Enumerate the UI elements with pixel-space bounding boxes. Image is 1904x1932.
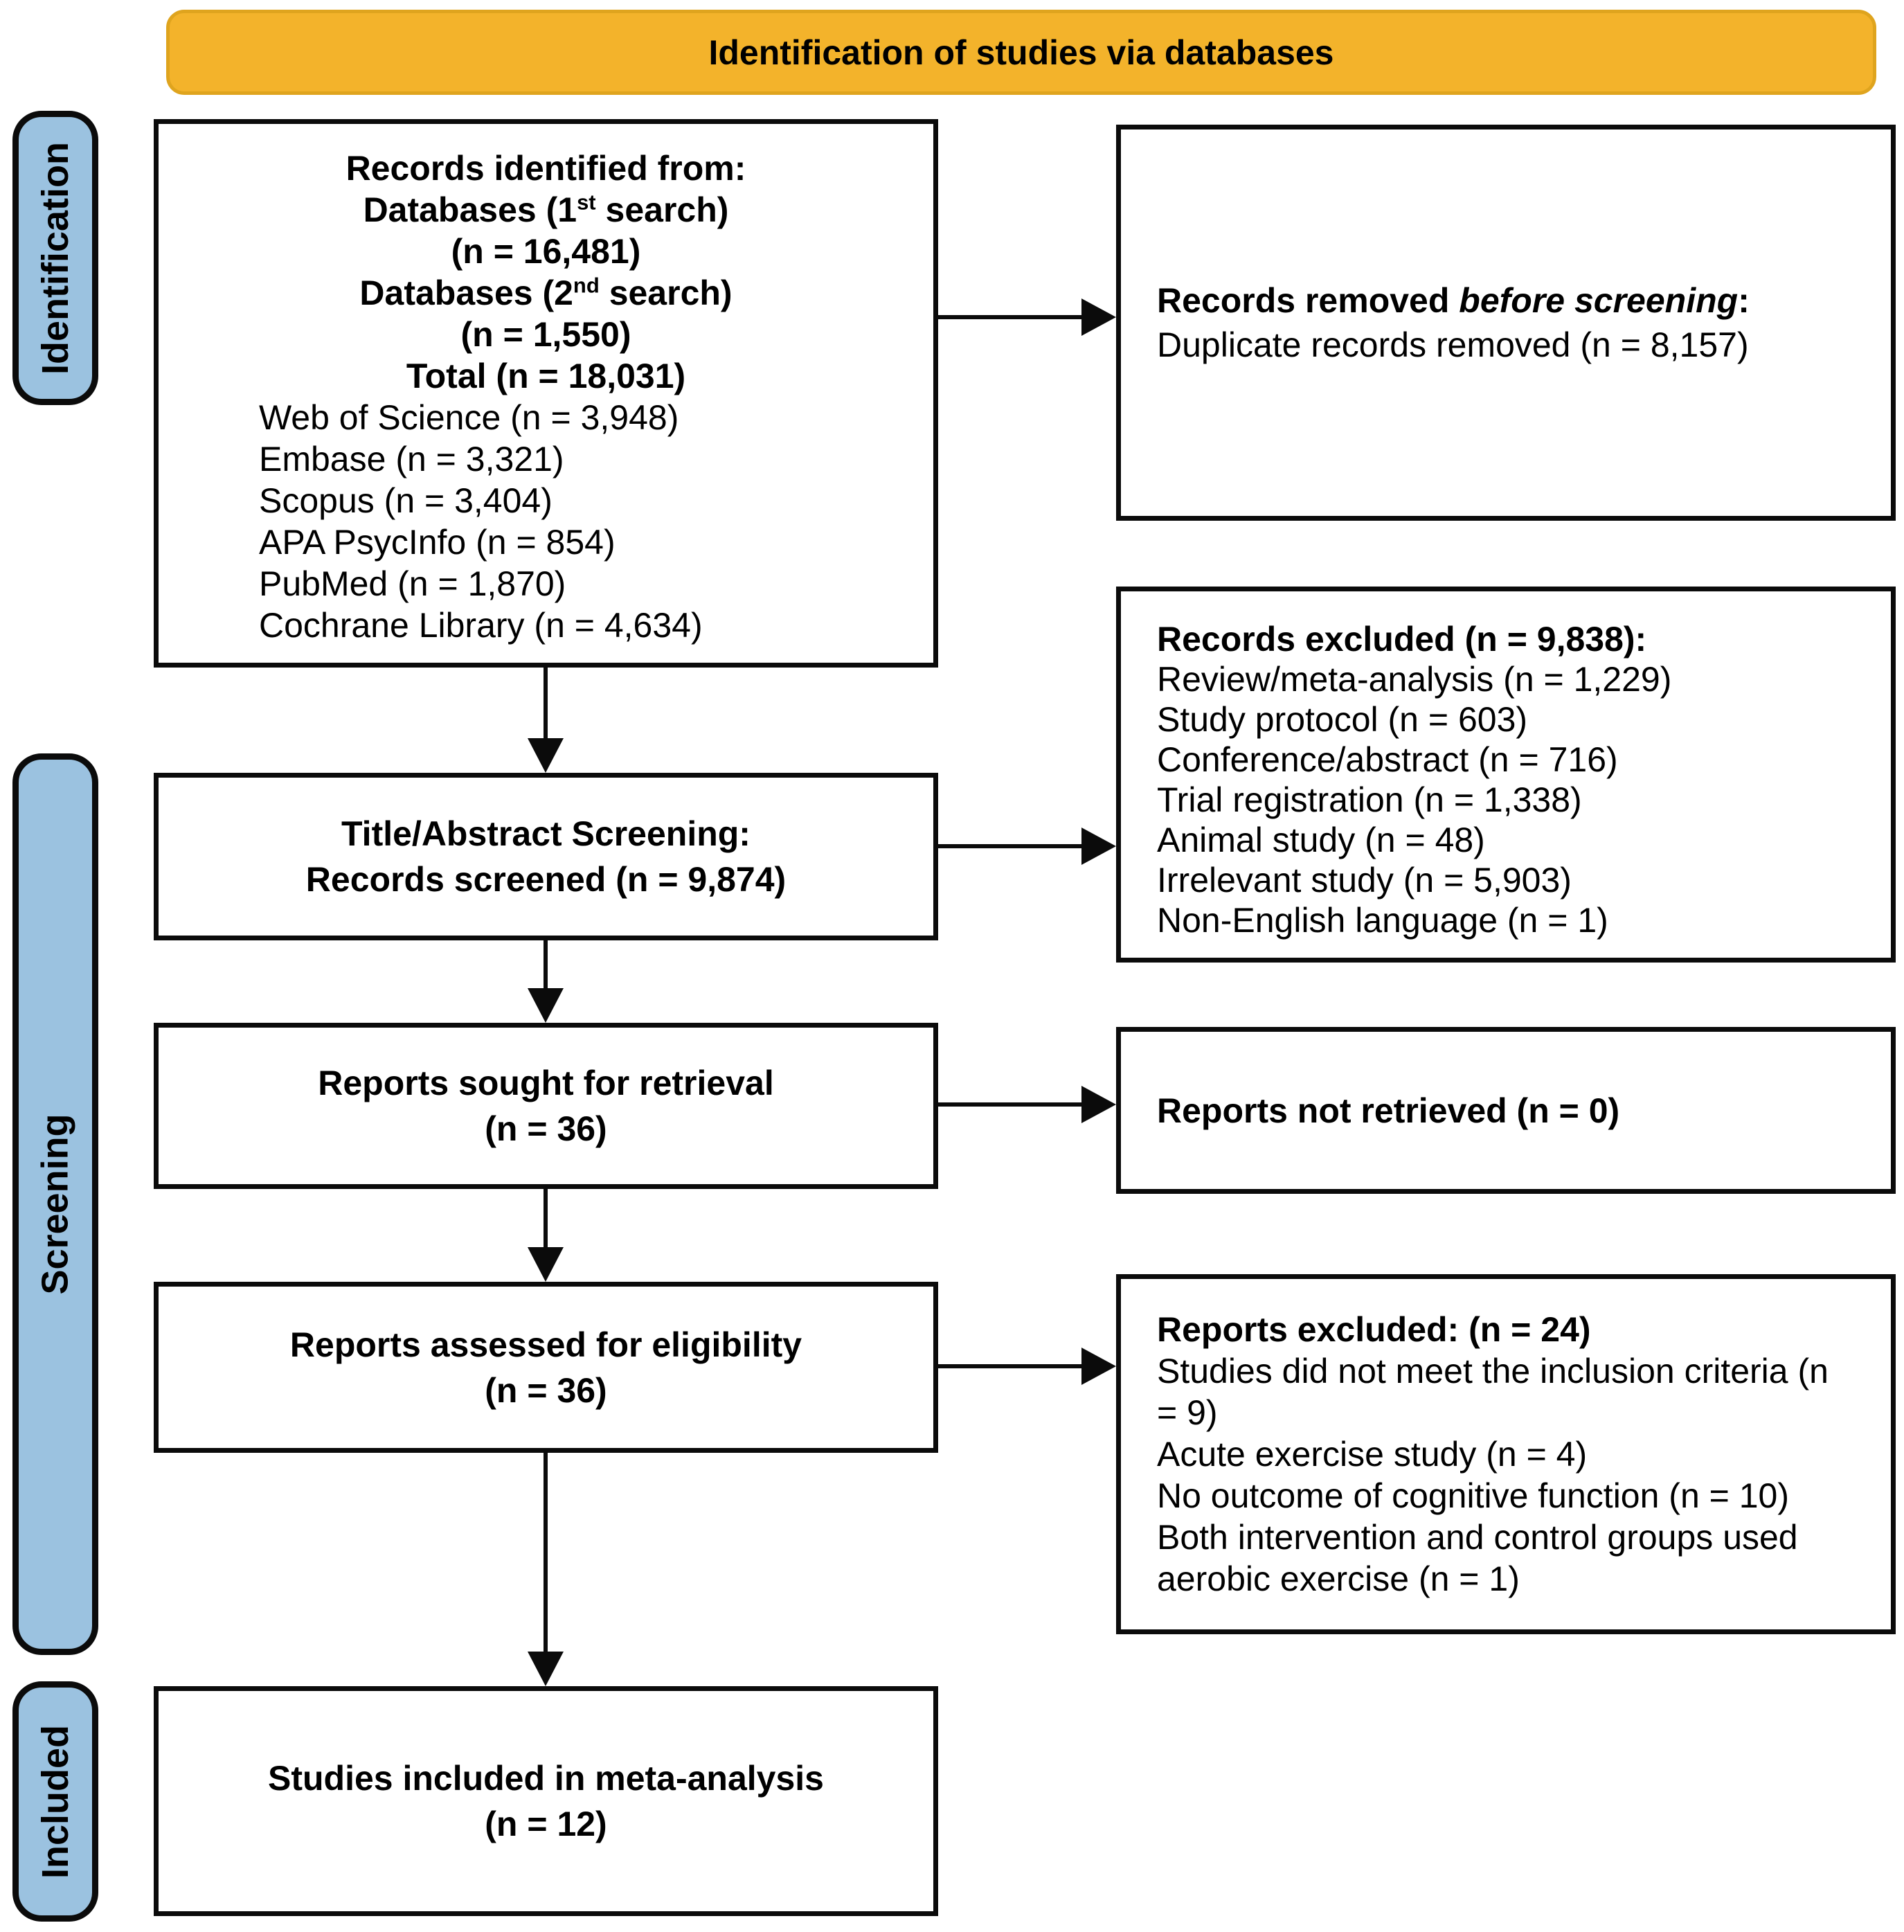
screening-line2: Records screened (n = 9,874) <box>305 860 787 899</box>
arrowhead-down-icon <box>528 1247 564 1282</box>
arrowhead-down-icon <box>528 988 564 1023</box>
excluded-item: Non-English language (n = 1) <box>1157 901 1608 940</box>
stage-included-label: Included <box>35 1724 77 1879</box>
source-item: APA PsycInfo (n = 854) <box>259 523 616 562</box>
box-title-abstract-screening: Title/Abstract Screening: Records screen… <box>154 773 938 940</box>
connector-line <box>938 315 1085 319</box>
excluded-item: Irrelevant study (n = 5,903) <box>1157 861 1572 900</box>
box-reports-assessed: Reports assessed for eligibility (n = 36… <box>154 1282 938 1453</box>
records-identified-db1: Databases (1st search) <box>363 190 729 229</box>
reports-excluded-title: Reports excluded: (n = 24) <box>1157 1310 1591 1349</box>
excluded-item: Trial registration (n = 1,338) <box>1157 780 1582 819</box>
records-identified-header: Records identified from: Databases (1st … <box>159 124 933 397</box>
box-reports-not-retrieved: Reports not retrieved (n = 0) <box>1116 1027 1896 1194</box>
box-records-removed: Records removed before screening: Duplic… <box>1116 125 1896 521</box>
arrowhead-right-icon <box>1081 828 1116 865</box>
stage-identification: Identification <box>12 111 98 405</box>
connector-line <box>544 940 548 991</box>
source-item: Embase (n = 3,321) <box>259 440 564 478</box>
banner: Identification of studies via databases <box>166 10 1876 95</box>
arrowhead-right-icon <box>1081 1348 1116 1385</box>
connector-line <box>544 1189 548 1250</box>
reports-excluded-item: Both intervention and control groups use… <box>1157 1518 1798 1598</box>
box-records-identified: Records identified from: Databases (1st … <box>154 119 938 668</box>
source-item: Scopus (n = 3,404) <box>259 481 553 520</box>
arrowhead-down-icon <box>528 738 564 773</box>
records-identified-sources: Web of Science (n = 3,948) Embase (n = 3… <box>159 397 933 646</box>
reports-not-retrieved-text: Reports not retrieved (n = 0) <box>1157 1091 1620 1130</box>
excluded-item: Conference/abstract (n = 716) <box>1157 740 1618 779</box>
arrowhead-down-icon <box>528 1652 564 1686</box>
box-records-excluded: Records excluded (n = 9,838): Review/met… <box>1116 587 1896 963</box>
records-identified-db2-n: (n = 1,550) <box>460 315 631 354</box>
records-excluded-title: Records excluded (n = 9,838): <box>1157 620 1647 659</box>
source-item: PubMed (n = 1,870) <box>259 564 566 603</box>
reports-assessed-line2: (n = 36) <box>485 1370 607 1410</box>
stage-included: Included <box>12 1681 98 1922</box>
excluded-item: Animal study (n = 48) <box>1157 821 1485 859</box>
excluded-item: Review/meta-analysis (n = 1,229) <box>1157 660 1672 699</box>
records-identified-db2: Databases (2nd search) <box>359 273 733 312</box>
records-identified-total: Total (n = 18,031) <box>406 357 686 395</box>
connector-line <box>938 1102 1085 1107</box>
reports-excluded-item: Studies did not meet the inclusion crite… <box>1157 1352 1829 1432</box>
connector-line <box>544 668 548 741</box>
reports-assessed-line1: Reports assessed for eligibility <box>289 1325 802 1364</box>
studies-included-line1: Studies included in meta-analysis <box>267 1759 824 1798</box>
studies-included-line2: (n = 12) <box>485 1805 607 1843</box>
source-item: Cochrane Library (n = 4,634) <box>259 606 703 645</box>
reports-sought-line2: (n = 36) <box>485 1109 607 1148</box>
reports-excluded-item: Acute exercise study (n = 4) <box>1157 1435 1588 1474</box>
records-removed-title: Records removed before screening: <box>1157 281 1750 320</box>
records-identified-title: Records identified from: <box>345 149 746 188</box>
screening-line1: Title/Abstract Screening: <box>341 814 751 853</box>
stage-identification-label: Identification <box>35 141 76 375</box>
box-reports-excluded: Reports excluded: (n = 24) Studies did n… <box>1116 1274 1896 1634</box>
records-removed-detail: Duplicate records removed (n = 8,157) <box>1157 325 1749 364</box>
banner-title: Identification of studies via databases <box>708 33 1334 72</box>
connector-line <box>938 844 1085 848</box>
stage-screening: Screening <box>12 753 98 1655</box>
connector-line <box>544 1453 548 1654</box>
connector-line <box>938 1364 1085 1368</box>
arrowhead-right-icon <box>1081 298 1116 336</box>
box-reports-sought: Reports sought for retrieval (n = 36) <box>154 1023 938 1189</box>
stage-screening-label: Screening <box>35 1113 76 1295</box>
arrowhead-right-icon <box>1081 1086 1116 1123</box>
source-item: Web of Science (n = 3,948) <box>259 398 679 437</box>
reports-sought-line1: Reports sought for retrieval <box>318 1064 774 1102</box>
excluded-item: Study protocol (n = 603) <box>1157 700 1528 739</box>
box-studies-included: Studies included in meta-analysis (n = 1… <box>154 1686 938 1916</box>
reports-excluded-item: No outcome of cognitive function (n = 10… <box>1157 1476 1790 1515</box>
records-identified-db1-n: (n = 16,481) <box>451 232 641 271</box>
